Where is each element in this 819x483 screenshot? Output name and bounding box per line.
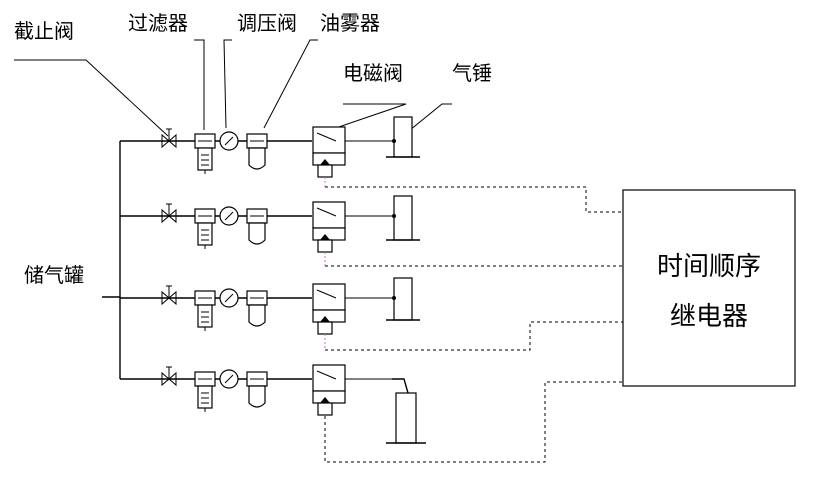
label-solenoid-valve: 电磁阀: [343, 61, 403, 85]
time-sequence-relay: 时间顺序 继电器: [622, 189, 796, 387]
label-pressure-regulator: 调压阀: [237, 11, 297, 35]
relay-label-line2: 继电器: [670, 302, 748, 332]
air-tank-manifold: [102, 141, 121, 379]
leader-lines: [14, 39, 452, 137]
label-air-tank: 储气罐: [24, 263, 84, 287]
label-filter: 过滤器: [128, 11, 188, 35]
relay-label-line1: 时间顺序: [657, 252, 761, 282]
label-air-hammer: 气锤: [452, 61, 492, 85]
branch-4: [119, 364, 426, 444]
branch-3: [119, 277, 420, 335]
label-oil-mist: 油雾器: [320, 11, 380, 35]
label-shutoff-valve: 截止阀: [14, 19, 74, 43]
branch-1: [119, 116, 420, 178]
branch-2: [119, 195, 420, 253]
signal-wires: [324, 186, 623, 463]
